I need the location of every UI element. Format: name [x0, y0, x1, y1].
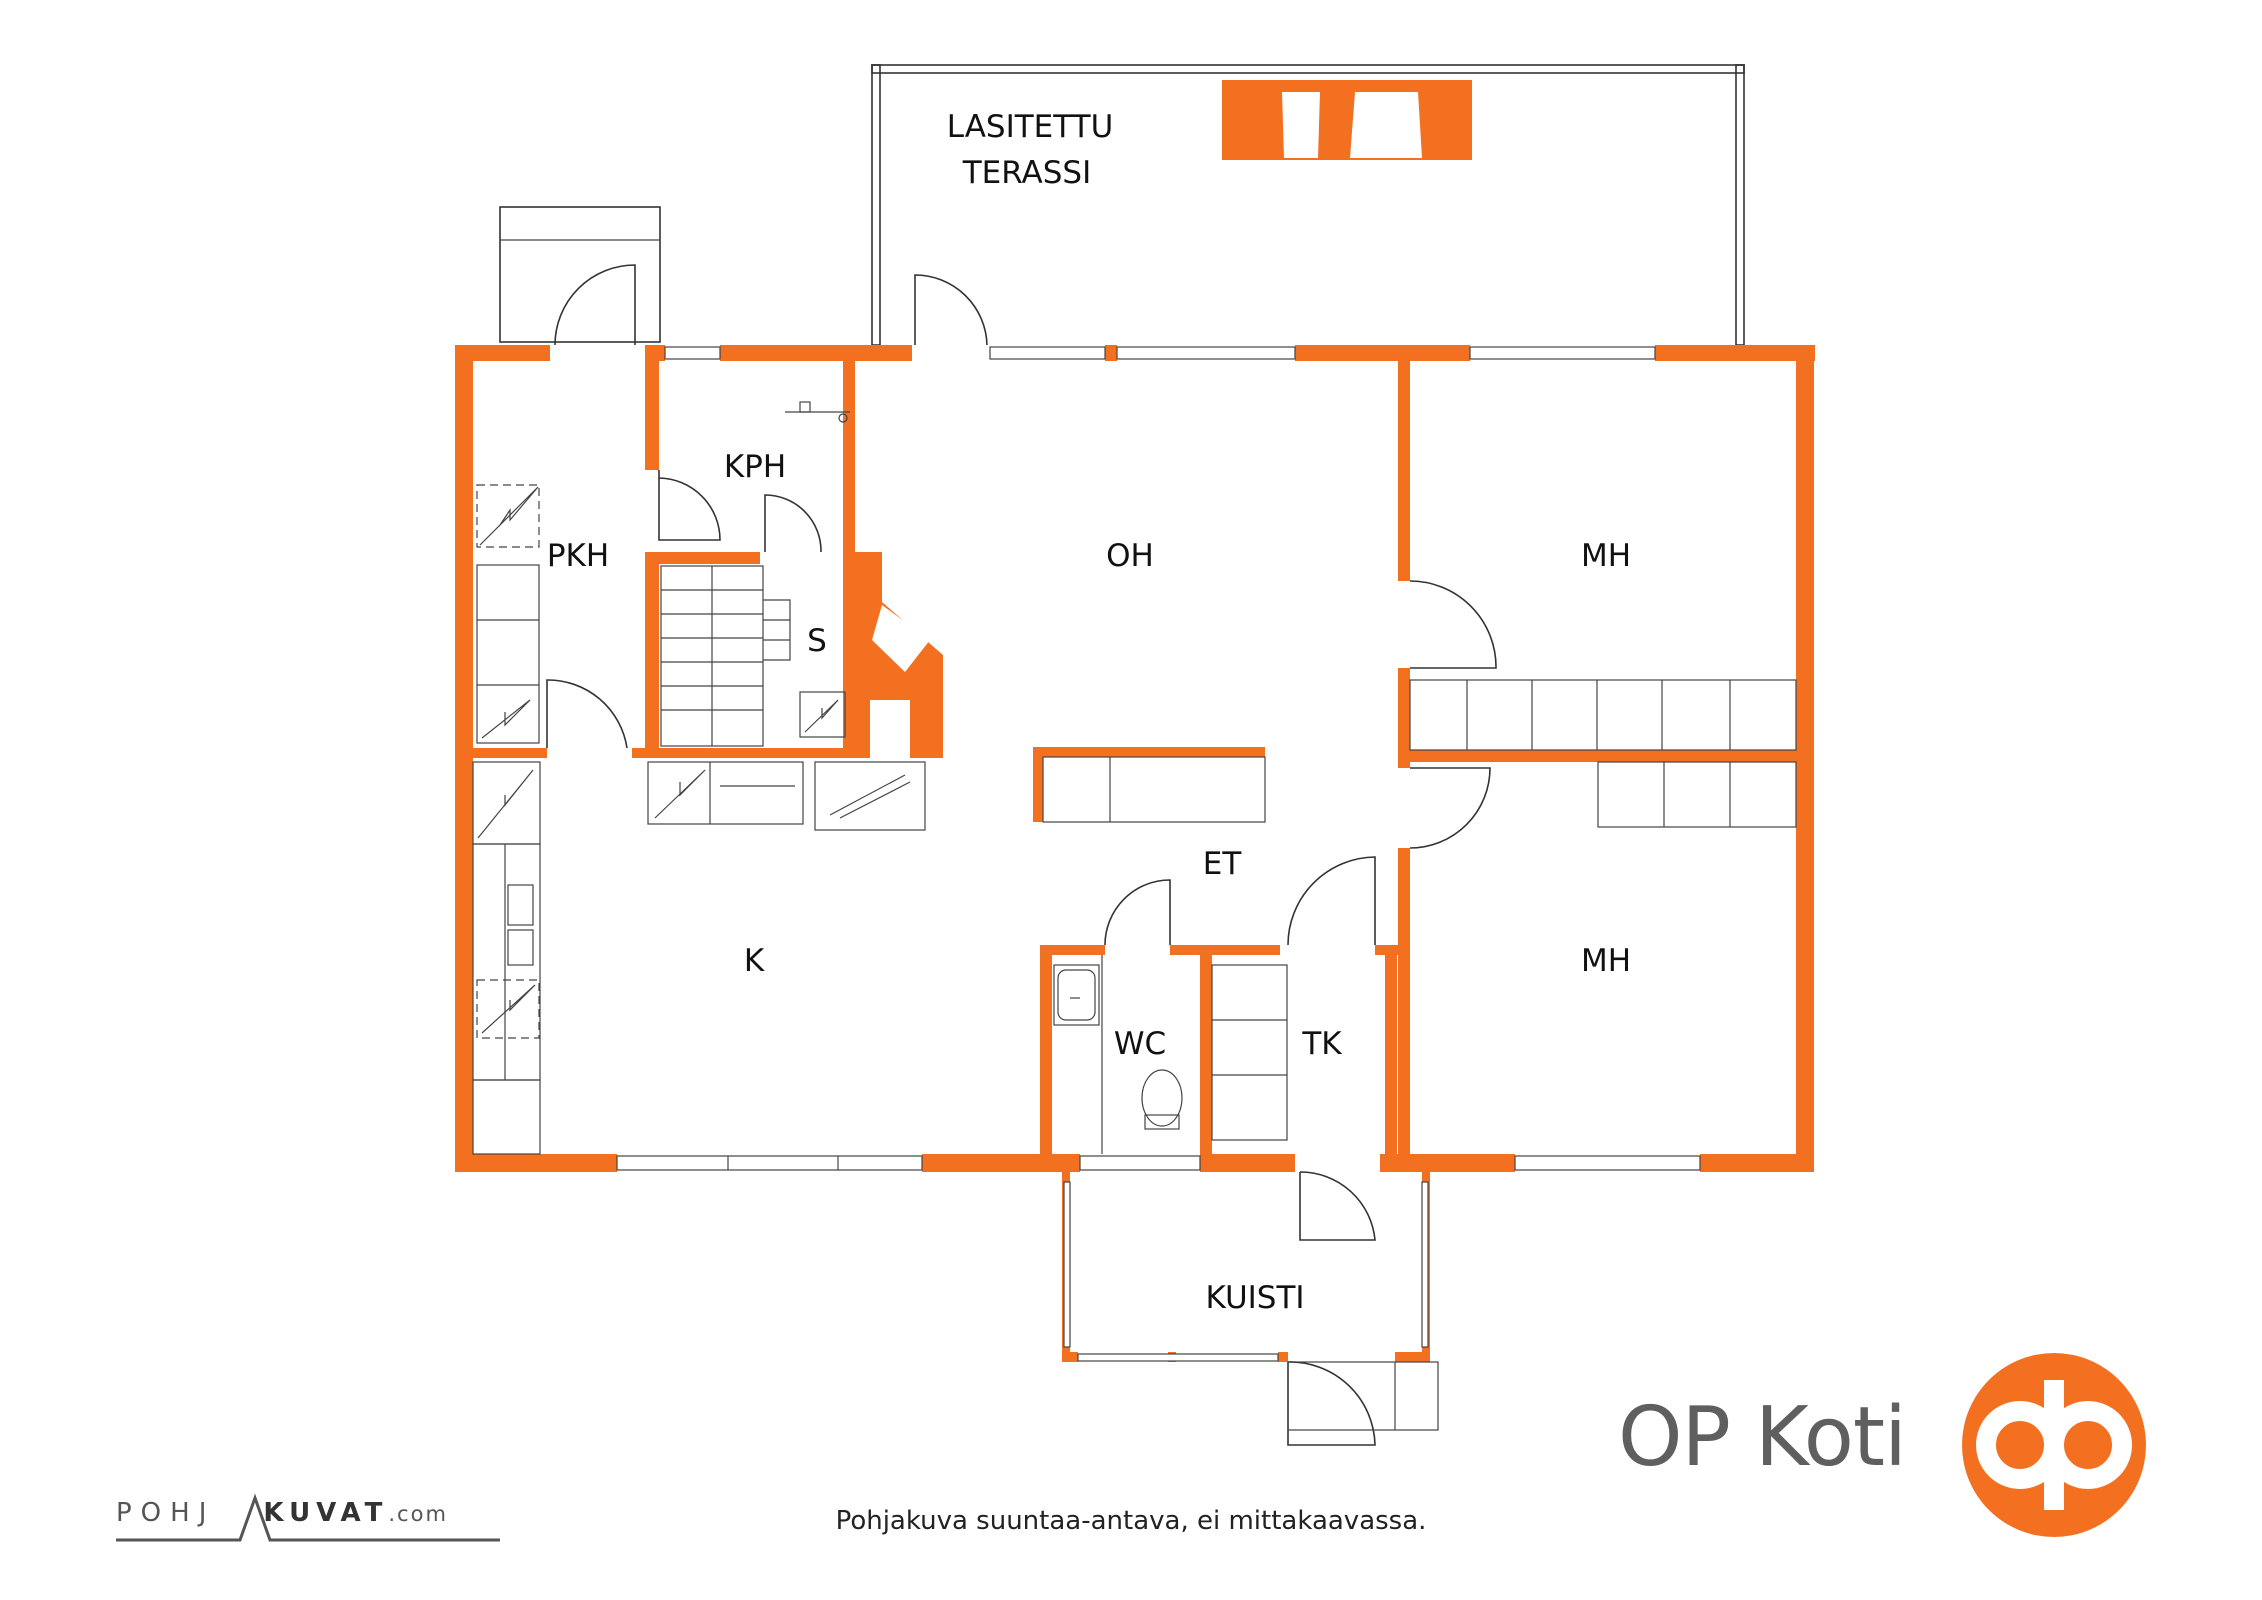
room-label-terrace-line1: LASITETTU	[947, 109, 1114, 145]
pkh-entrance-step	[499, 206, 661, 343]
windows	[616, 346, 1701, 1362]
room-label-oh: OH	[1106, 538, 1154, 574]
interior-walls	[455, 345, 1814, 1362]
credit-part1: POHJ	[116, 1498, 216, 1528]
disclaimer-note: Pohjakuva suuntaa-antava, ei mittakaavas…	[835, 1506, 1427, 1536]
fixtures	[472, 401, 1797, 1431]
room-label-kph: KPH	[724, 449, 786, 485]
room-label-kuisti: KUISTI	[1205, 1280, 1304, 1316]
op-logo-icon	[1962, 1353, 2146, 1537]
room-label-tk: TK	[1301, 1026, 1342, 1062]
room-label-pkh: PKH	[547, 538, 609, 574]
room-label-terrace-line2: TERASSI	[962, 155, 1092, 191]
room-label-s: S	[807, 623, 827, 659]
terrace-fireplace	[1222, 80, 1472, 160]
brand-name: OP Koti	[1618, 1390, 1907, 1485]
doors	[546, 264, 1497, 1446]
room-label-k: K	[744, 943, 765, 979]
credit-part3: .com	[388, 1502, 448, 1526]
room-label-mh-lower: MH	[1581, 943, 1631, 979]
credit-part2: KUVAT	[263, 1498, 389, 1528]
room-label-wc: WC	[1114, 1026, 1166, 1062]
exterior-walls	[455, 345, 1815, 1172]
room-label-mh-upper: MH	[1581, 538, 1631, 574]
credit: POHJ KUVAT.com	[116, 1498, 448, 1528]
credit-logo-graphic	[116, 1493, 500, 1542]
room-label-et: ET	[1203, 846, 1243, 882]
